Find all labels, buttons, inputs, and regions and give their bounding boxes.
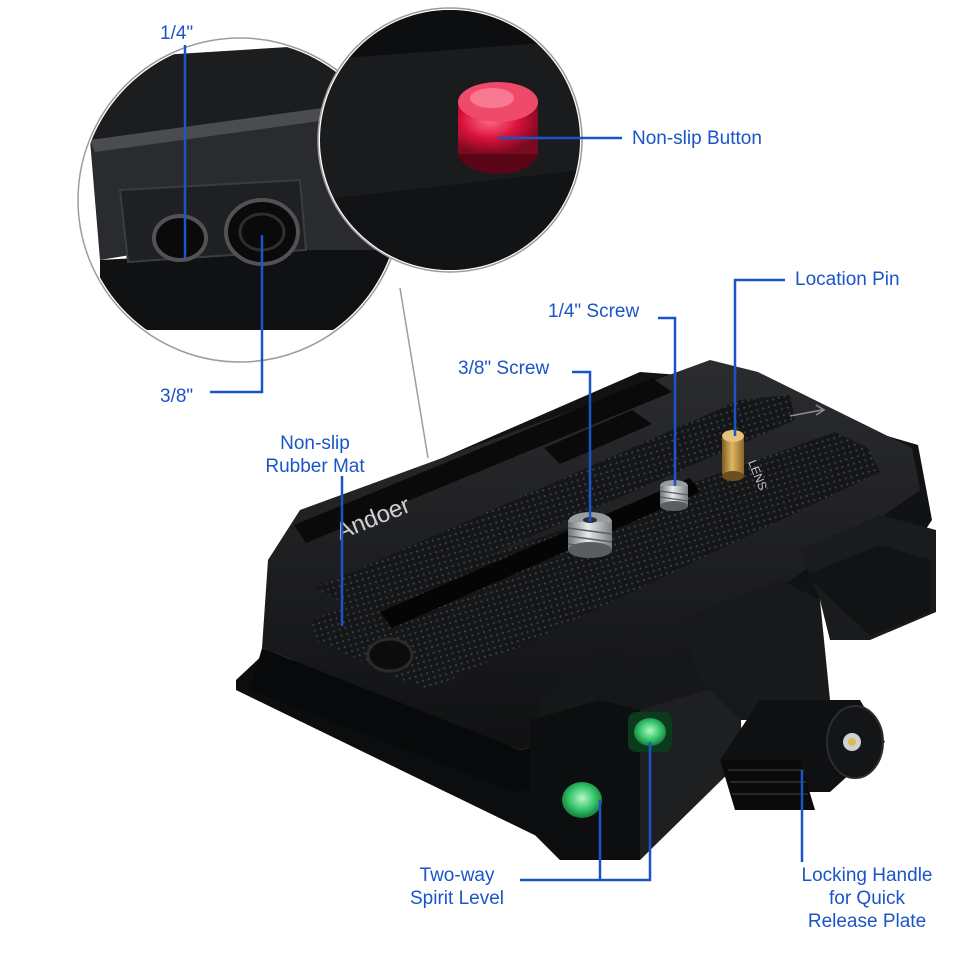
label-three-eighths-hole: 3/8" bbox=[160, 386, 194, 407]
label-rubber-mat-line2: Rubber Mat bbox=[265, 456, 365, 477]
leader-three-eighths-screw bbox=[572, 370, 592, 522]
spirit-level bbox=[562, 712, 672, 818]
label-locking-handle: Locking Handle for Quick Release Plate bbox=[782, 864, 952, 933]
three-eighths-screw bbox=[567, 512, 613, 558]
leader-spirit-level bbox=[520, 742, 652, 882]
label-locking-handle-line2: for Quick bbox=[828, 888, 906, 909]
leader-quarter-screw bbox=[658, 316, 677, 486]
leader-three-eighths bbox=[210, 235, 264, 394]
zoom-circle-button bbox=[317, 7, 583, 273]
leader-lines bbox=[183, 45, 804, 882]
label-rubber-mat-line1: Non-slip bbox=[280, 433, 350, 454]
location-pin bbox=[722, 430, 744, 481]
label-quarter-screw: 1/4" Screw bbox=[548, 301, 640, 322]
quarter-inch-screw bbox=[659, 480, 689, 511]
label-spirit-level-line1: Two-way bbox=[419, 865, 495, 886]
clamp-assembly bbox=[530, 515, 936, 860]
label-non-slip-button: Non-slip Button bbox=[632, 128, 762, 149]
non-slip-button-part bbox=[458, 82, 538, 174]
label-location-pin: Location Pin bbox=[795, 269, 900, 290]
label-spirit-level-line2: Spirit Level bbox=[410, 888, 504, 909]
locking-handle bbox=[720, 700, 885, 810]
label-spirit-level: Two-way Spirit Level bbox=[392, 864, 522, 910]
label-locking-handle-line1: Locking Handle bbox=[801, 865, 933, 886]
label-locking-handle-line3: Release Plate bbox=[807, 911, 927, 932]
label-quarter-inch-hole: 1/4" bbox=[160, 23, 194, 44]
label-rubber-mat: Non-slip Rubber Mat bbox=[250, 432, 380, 478]
label-three-eighths-screw: 3/8" Screw bbox=[458, 358, 550, 379]
leader-location-pin bbox=[733, 278, 785, 436]
